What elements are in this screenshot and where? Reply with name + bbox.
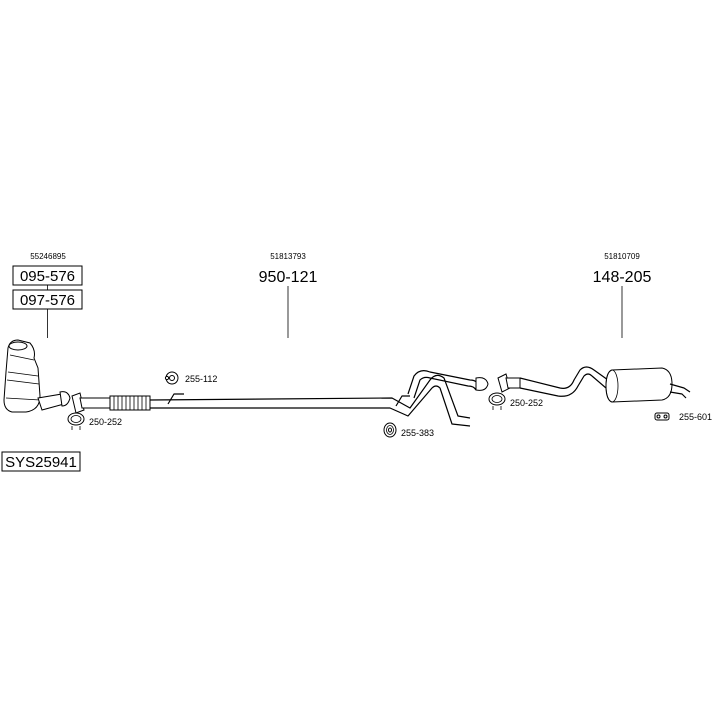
part-number-rear[interactable]: 148-205 — [593, 269, 652, 286]
accessory-250-252-rear[interactable]: 250-252 — [488, 392, 543, 410]
clamp-icon — [67, 412, 85, 430]
accessory-code: 255-383 — [401, 428, 434, 438]
system-code-box: SYS25941 — [1, 451, 81, 472]
accessory-code: 255-112 — [185, 374, 217, 384]
accessory-code: 255-601 — [679, 412, 712, 422]
accessory-code: 250-252 — [89, 417, 122, 427]
accessory-code: 250-252 — [510, 398, 543, 408]
system-code: SYS25941 — [5, 454, 77, 471]
oem-number-cat: 55246895 — [30, 252, 66, 261]
oem-number-middle: 51813793 — [270, 252, 306, 261]
catalytic-converter-group: 55246895 095-576 097-576 — [3, 252, 83, 413]
accessory-250-252-front[interactable]: 250-252 — [67, 412, 122, 430]
rear-silencer-group: 51810709 148-205 — [497, 252, 691, 403]
part-number-cat-2[interactable]: 097-576 — [20, 292, 75, 309]
part-number-middle[interactable]: 950-121 — [259, 269, 318, 286]
oem-number-rear: 51810709 — [604, 252, 640, 261]
hanger-icon — [654, 412, 670, 421]
middle-pipe-group: 51813793 950-121 — [71, 252, 489, 427]
rubber-ring-icon — [383, 422, 397, 438]
rear-silencer-drawing — [497, 366, 691, 403]
accessory-255-112[interactable]: 255-112 — [164, 371, 217, 385]
accessory-255-601[interactable]: 255-601 — [654, 412, 712, 422]
catalytic-converter-drawing — [3, 339, 71, 413]
middle-pipe-drawing — [71, 370, 489, 427]
rubber-ring-icon — [164, 371, 179, 385]
part-number-cat-1[interactable]: 095-576 — [20, 268, 75, 285]
accessory-255-383[interactable]: 255-383 — [383, 422, 434, 438]
clamp-icon — [488, 392, 506, 410]
